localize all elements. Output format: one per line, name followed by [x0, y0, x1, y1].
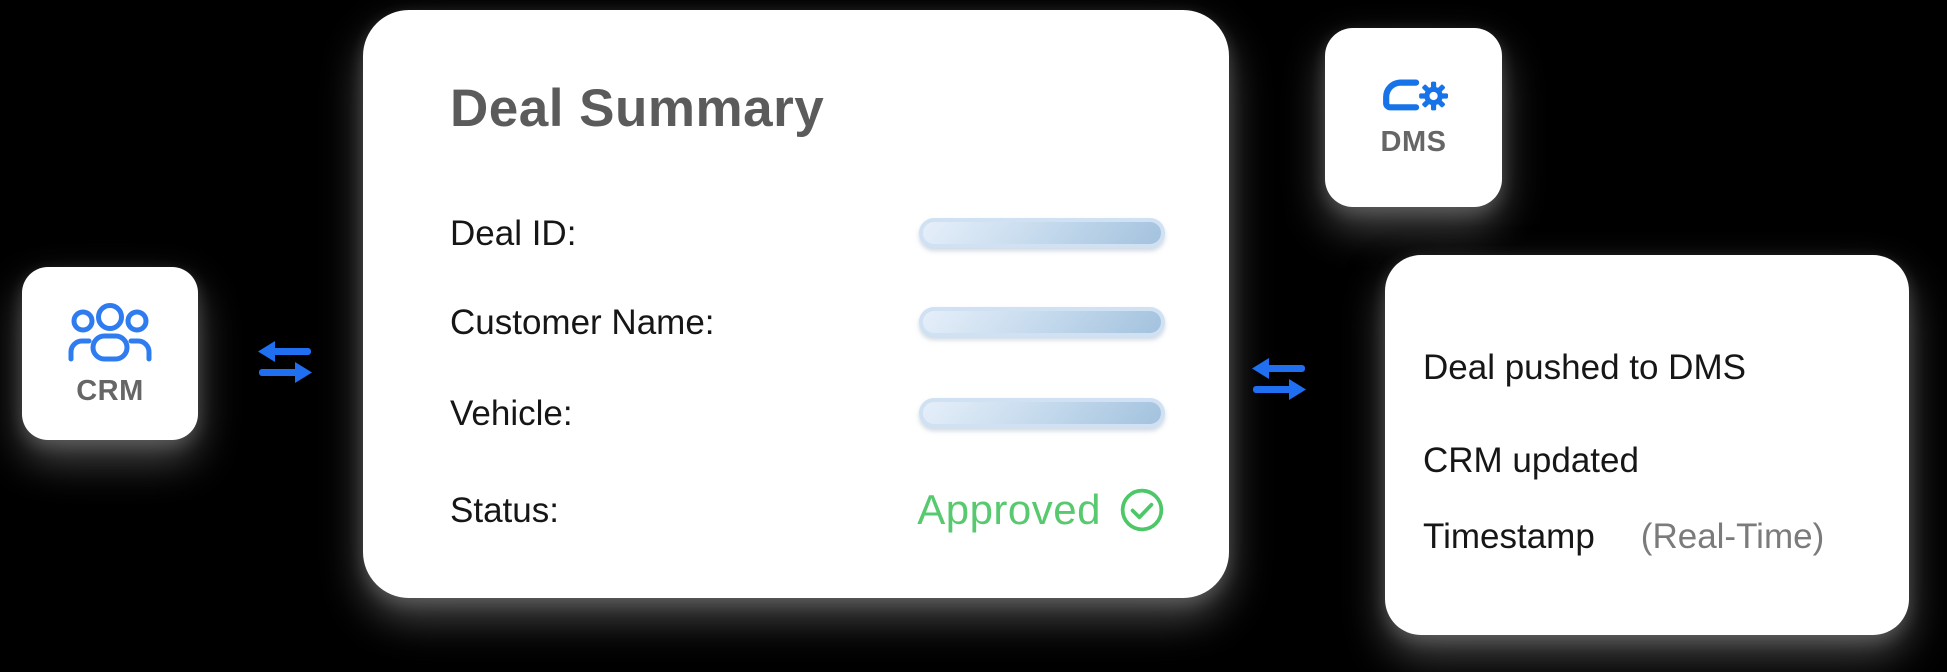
status-row: Status: Approved — [450, 482, 1165, 538]
sync-line-deal-pushed: Deal pushed to DMS — [1423, 348, 1746, 387]
customer-name-placeholder-bar — [919, 307, 1165, 337]
bidirectional-sync-arrows-icon — [1252, 358, 1306, 400]
deal-summary-title: Deal Summary — [450, 79, 825, 138]
customer-name-label: Customer Name: — [450, 302, 715, 342]
crm-label: CRM — [76, 374, 144, 407]
dms-label: DMS — [1380, 126, 1447, 158]
dms-node-card: DMS — [1325, 28, 1502, 207]
status-label: Status: — [450, 490, 559, 530]
status-approved-text: Approved — [917, 486, 1101, 533]
timestamp-label: Timestamp — [1423, 517, 1595, 556]
check-circle-icon — [1120, 488, 1164, 532]
vehicle-row: Vehicle: — [450, 389, 1165, 437]
deal-id-row: Deal ID: — [450, 209, 1165, 257]
status-value: Approved — [917, 487, 1165, 533]
deal-summary-card: Deal Summary Deal ID: Customer Name: Veh… — [363, 10, 1229, 598]
customer-name-row: Customer Name: — [450, 298, 1165, 346]
vehicle-placeholder-bar — [919, 398, 1165, 428]
cloud-gear-icon — [1382, 79, 1448, 111]
deal-id-label: Deal ID: — [450, 213, 577, 253]
crm-node-card: CRM — [22, 267, 198, 440]
sync-status-card: Deal pushed to DMS CRM updated Timestamp… — [1385, 255, 1909, 635]
timestamp-realtime-note: (Real-Time) — [1640, 517, 1825, 556]
vehicle-label: Vehicle: — [450, 393, 573, 433]
bidirectional-sync-arrows-icon — [258, 341, 312, 383]
deal-id-placeholder-bar — [919, 218, 1165, 248]
people-group-icon — [68, 302, 152, 361]
sync-line-timestamp: Timestamp (Real-Time) — [1423, 514, 1824, 560]
sync-line-crm-updated: CRM updated — [1423, 441, 1639, 480]
